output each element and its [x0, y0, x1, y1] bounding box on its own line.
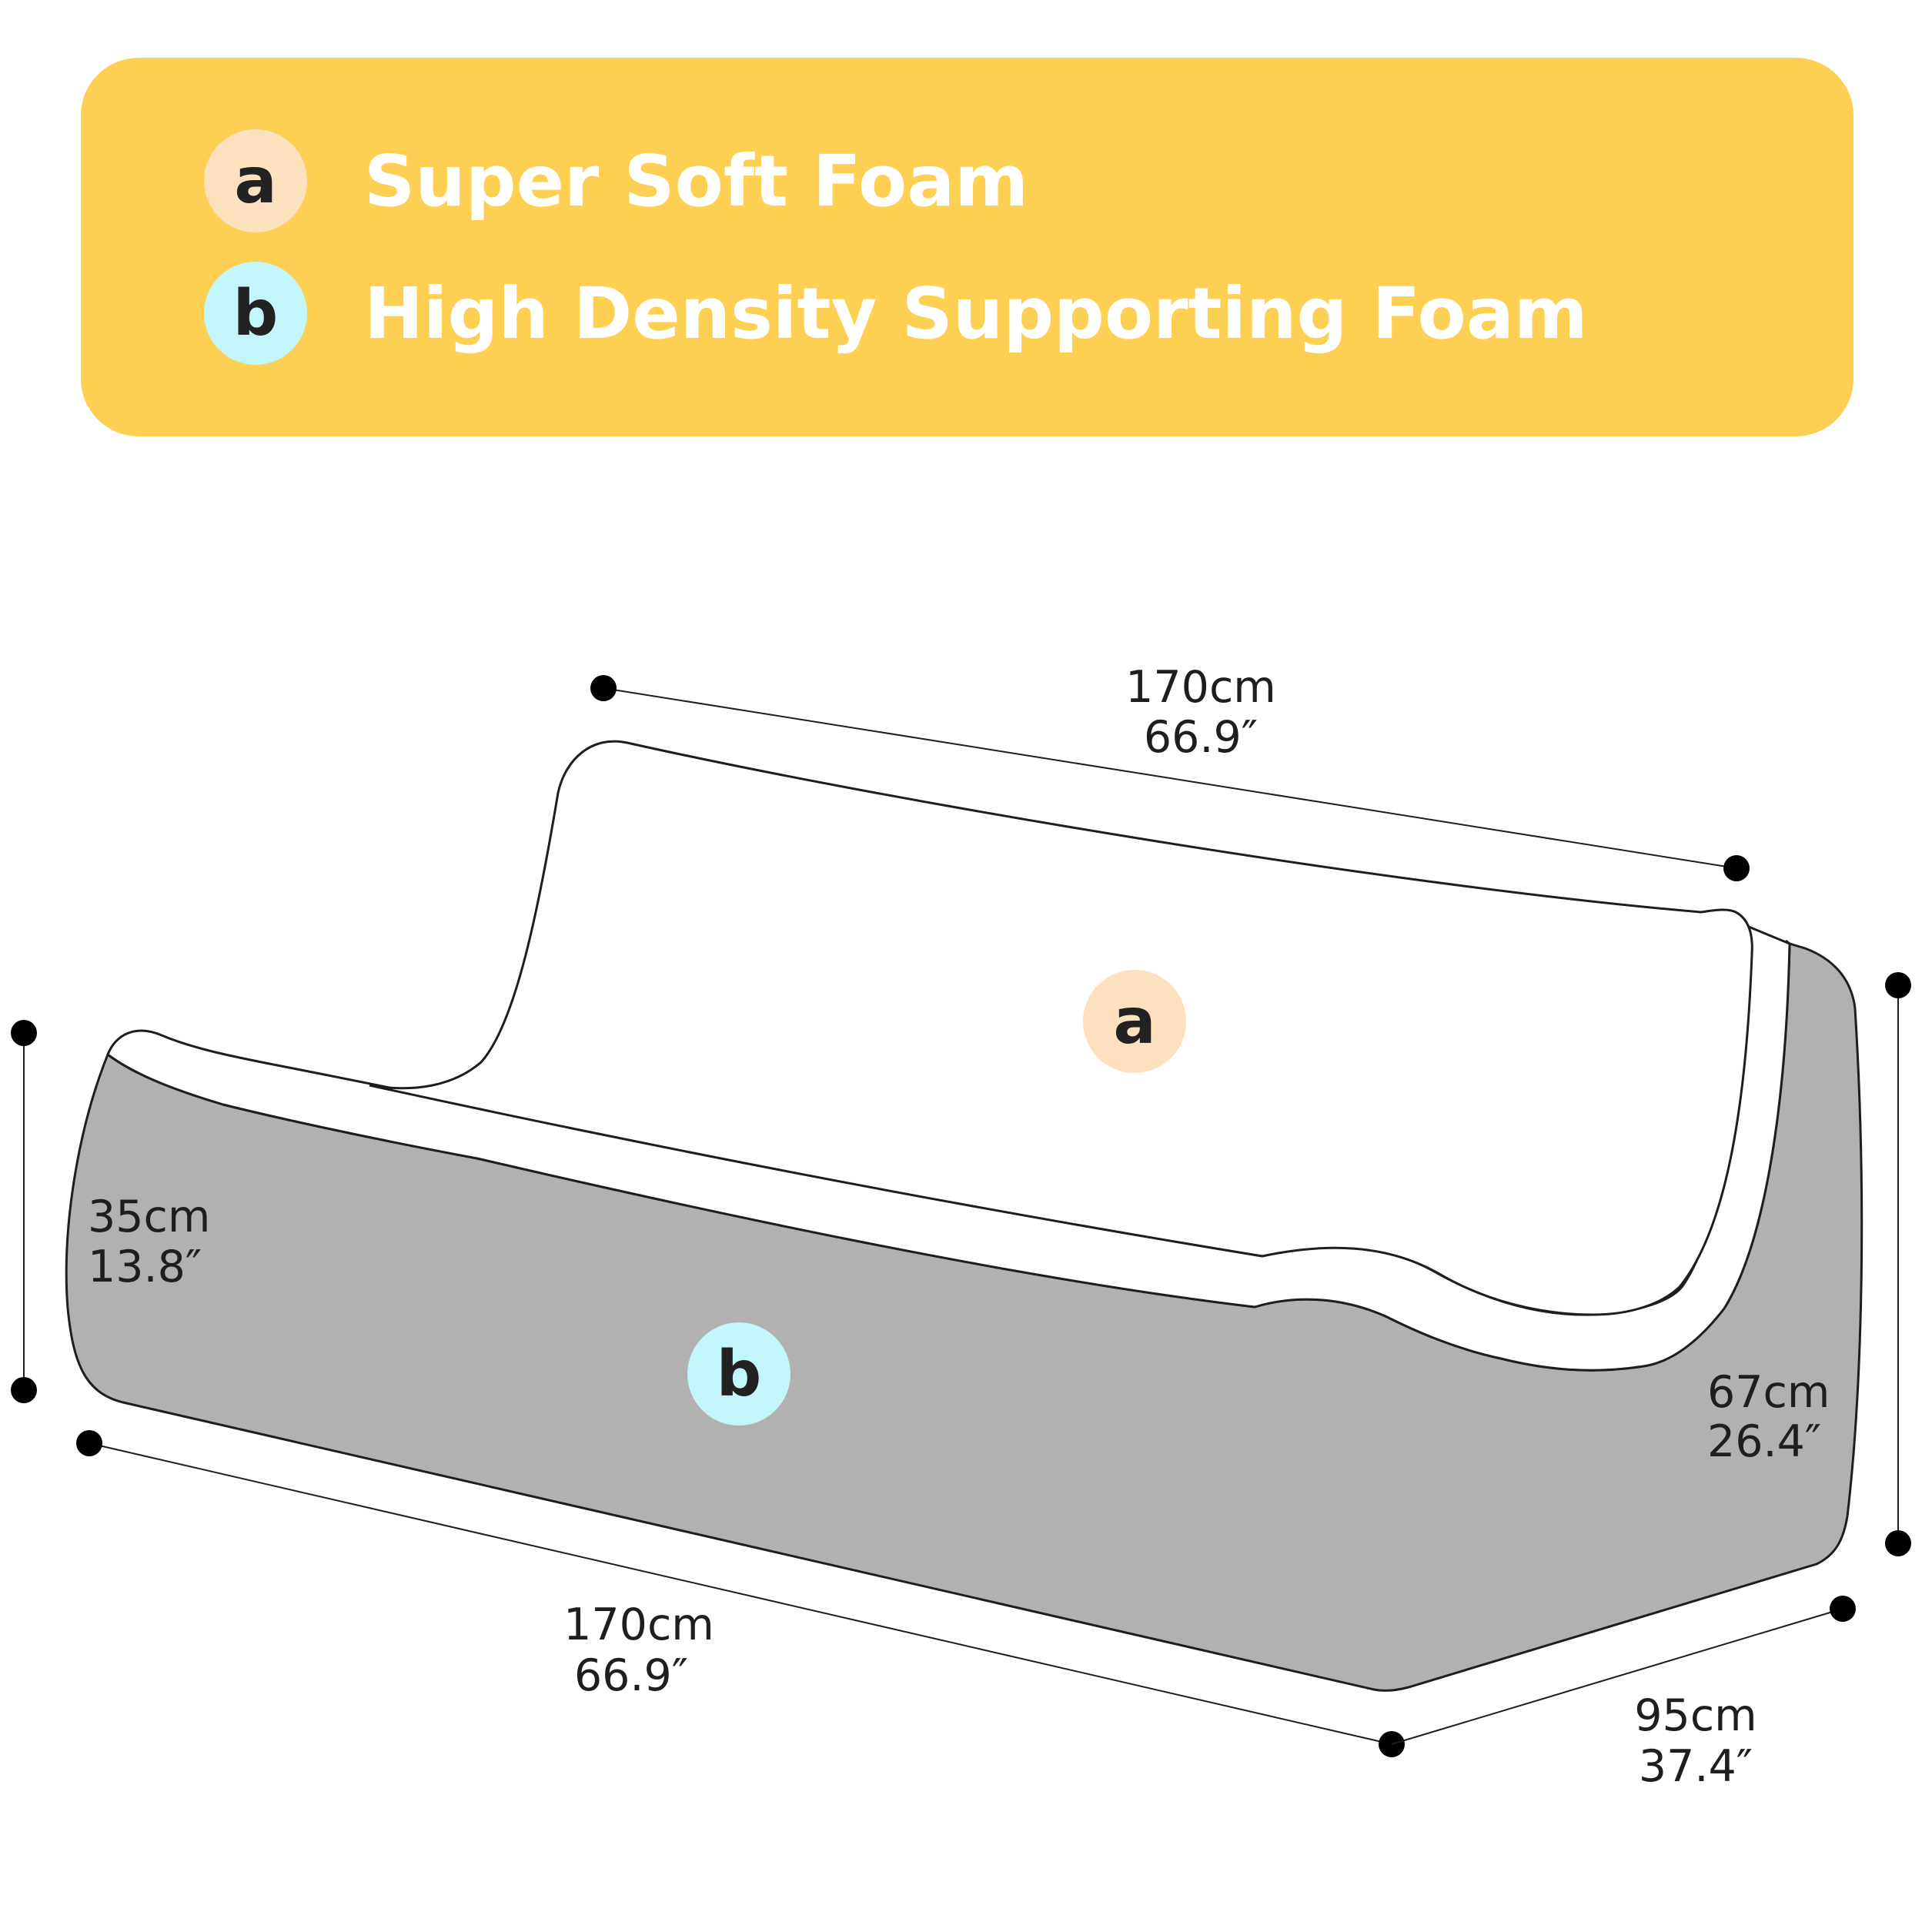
dimension-right-height	[1885, 972, 1911, 1556]
dim-left-in: 13.8″	[88, 1242, 202, 1292]
dim-right-in: 26.4″	[1707, 1416, 1821, 1467]
svg-text:b: b	[717, 1338, 762, 1411]
dim-depth-cm: 95cm	[1634, 1690, 1757, 1741]
dimension-depth	[1391, 1596, 1856, 1745]
dim-front-cm: 170cm	[563, 1599, 714, 1650]
svg-text:a: a	[1113, 985, 1155, 1058]
legend-badge-a: a	[204, 129, 307, 232]
dim-depth-in: 37.4″	[1639, 1741, 1753, 1792]
legend-panel: a Super Soft Foam b High Density Support…	[81, 58, 1853, 436]
dim-left-cm: 35cm	[88, 1192, 210, 1242]
dim-top-cm: 170cm	[1125, 662, 1276, 713]
dim-right-cm: 67cm	[1707, 1367, 1830, 1418]
legend-badge-b: b	[204, 262, 307, 365]
marker-a: a	[1083, 970, 1186, 1073]
legend-label-soft-foam: Super Soft Foam	[364, 139, 1029, 222]
dim-top-in: 66.9″	[1144, 712, 1258, 763]
soft-foam-backrest	[369, 740, 1753, 1316]
dimension-left-height	[11, 1020, 37, 1403]
legend-label-support-foam: High Density Supporting Foam	[364, 272, 1588, 355]
legend-item-soft-foam: a Super Soft Foam	[204, 127, 1028, 235]
marker-b: b	[687, 1322, 791, 1426]
dim-front-in: 66.9″	[574, 1650, 688, 1701]
seat-front-edge	[1785, 939, 1790, 945]
dimension-top-length	[590, 675, 1750, 881]
legend-item-support-foam: b High Density Supporting Foam	[204, 259, 1588, 367]
